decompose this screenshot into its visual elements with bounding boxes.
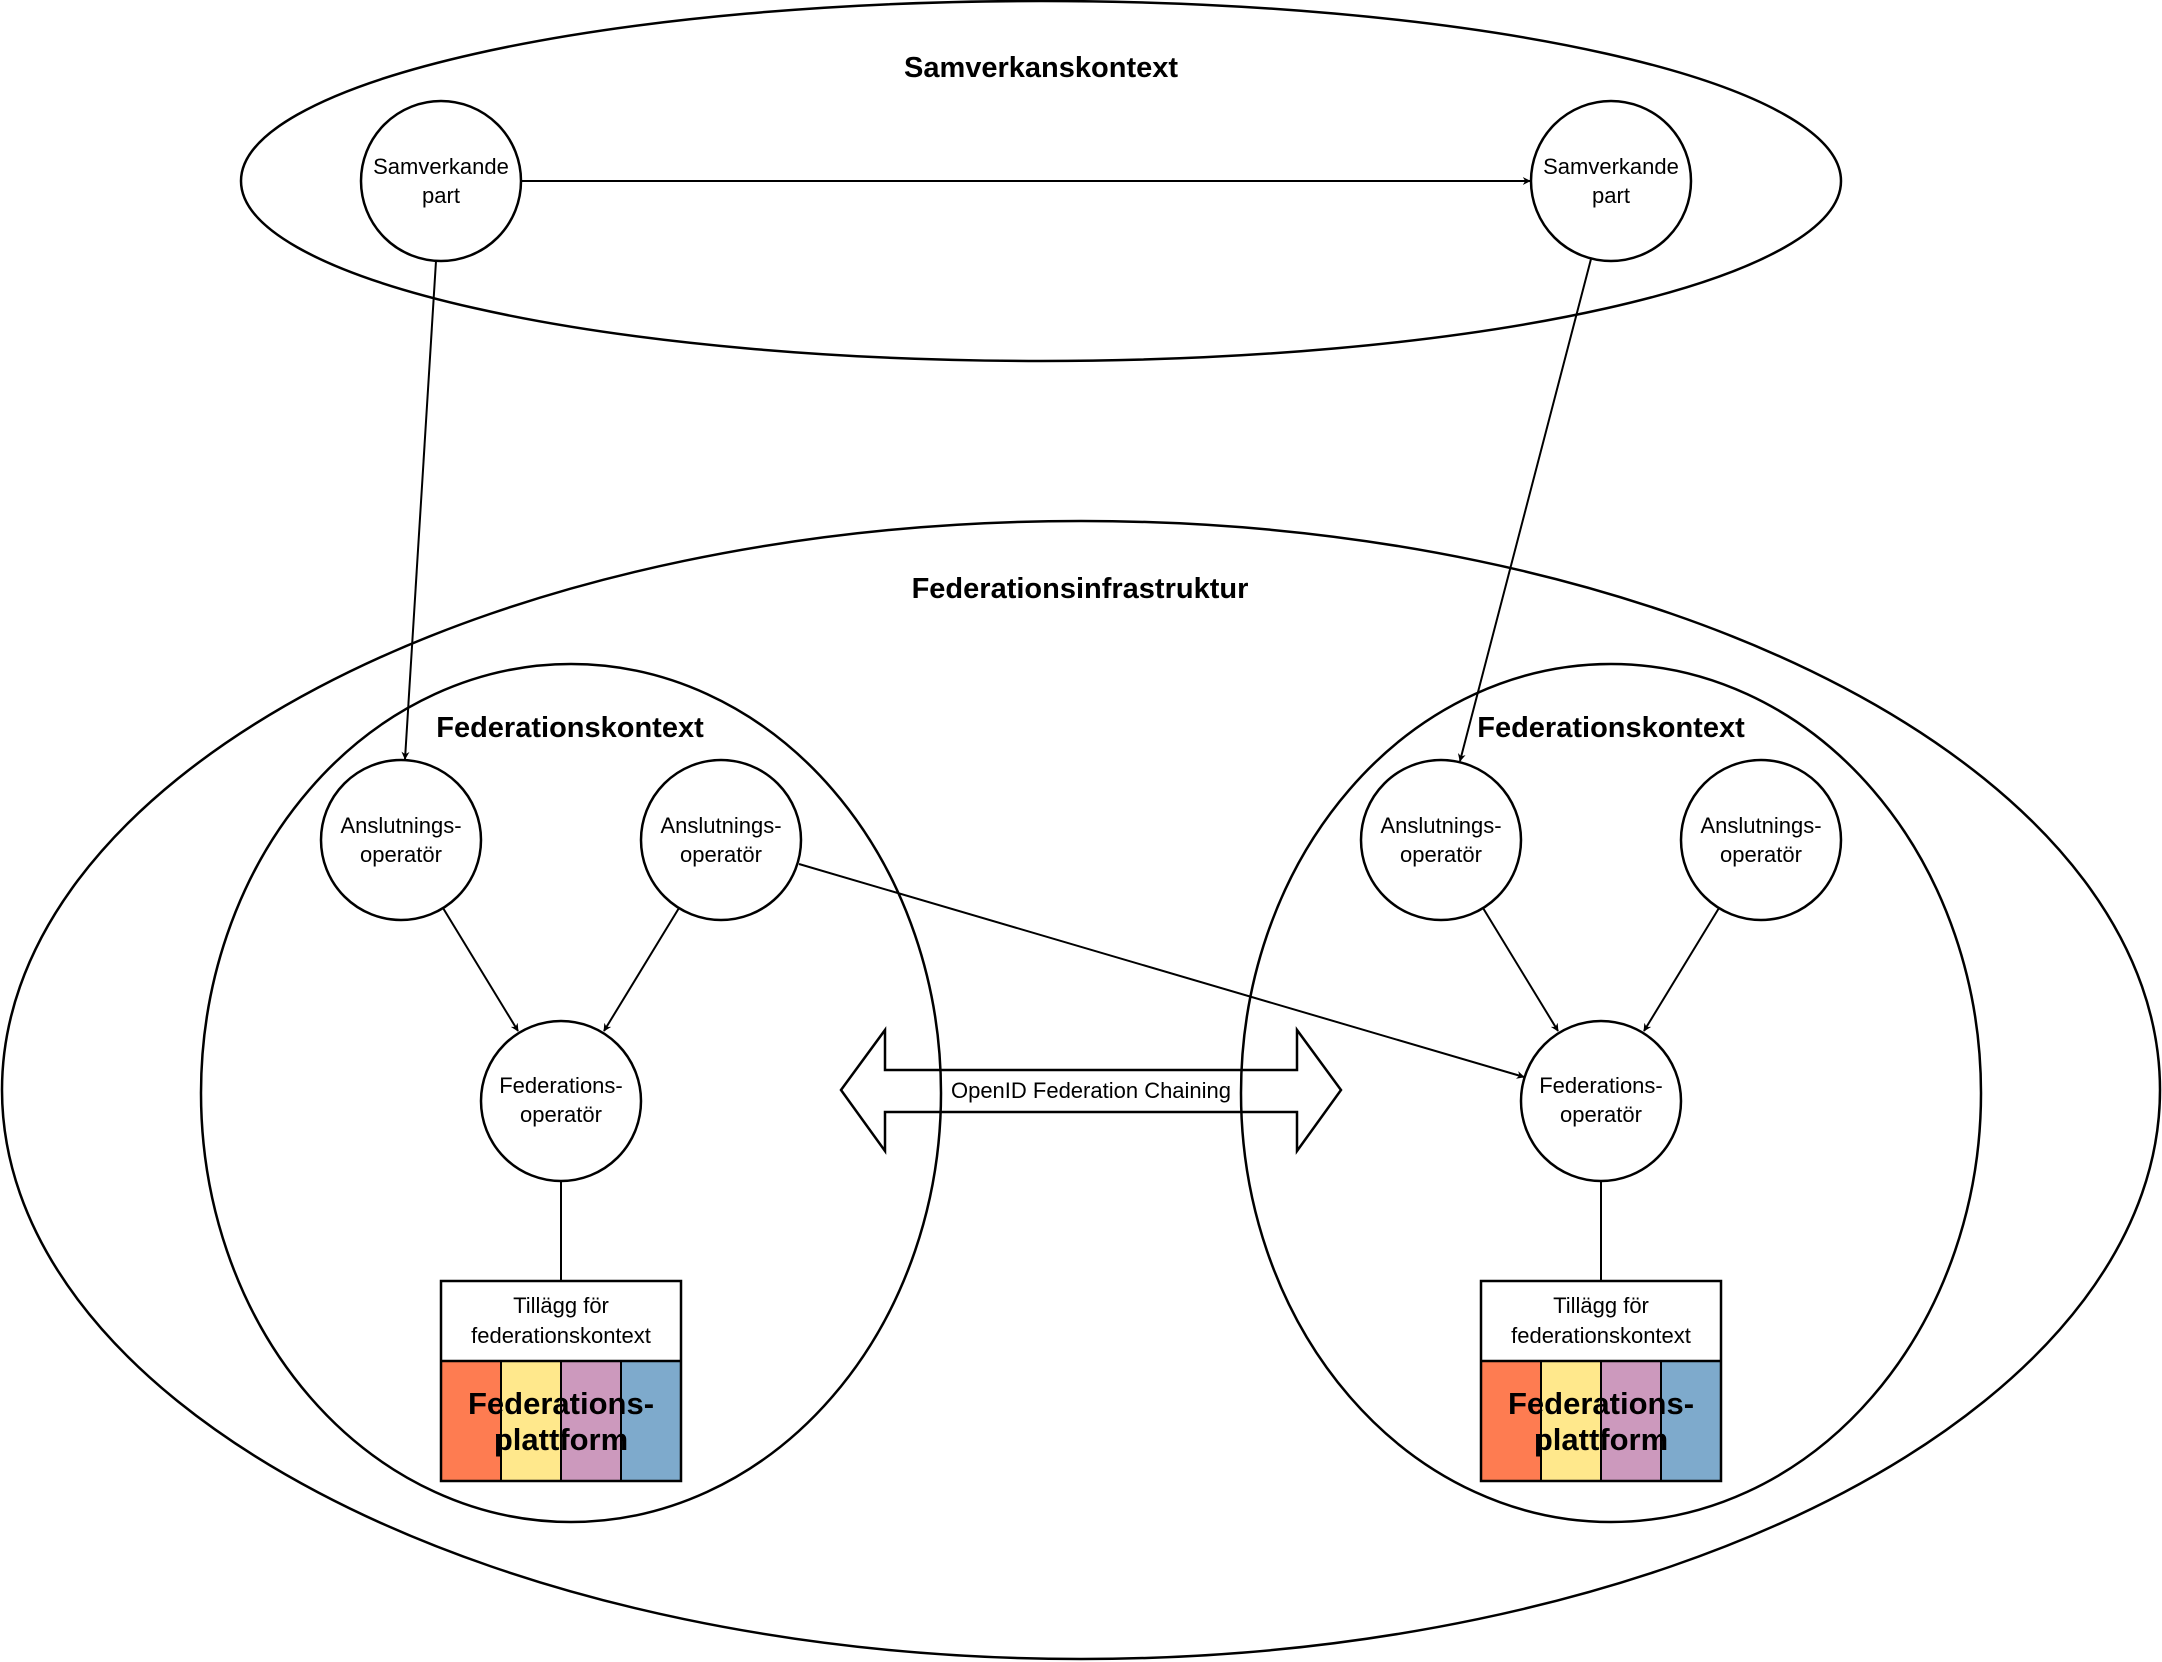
federationsinfrastruktur-title: Federationsinfrastruktur xyxy=(912,573,1249,605)
node-label: Samverkande xyxy=(1543,154,1679,179)
node-label: operatör xyxy=(520,1102,602,1127)
platform-stripe-orange xyxy=(1480,1360,1542,1482)
platform-box-left[interactable]: Tillägg för federationskontext Federatio… xyxy=(439,1279,683,1483)
federationsoperator-left[interactable]: Federations- operatör xyxy=(479,1019,643,1183)
samverkanskontext-ellipse[interactable] xyxy=(239,0,1843,363)
extension-label: Tillägg för xyxy=(513,1293,609,1318)
node-label: operatör xyxy=(680,842,762,867)
samverkanskontext-title: Samverkanskontext xyxy=(904,52,1178,84)
platform-stripe-purple xyxy=(560,1360,622,1482)
platform-label: Federations- xyxy=(468,1386,654,1421)
chaining-double-arrow[interactable] xyxy=(839,1026,1343,1155)
platform-label: plattform xyxy=(1534,1422,1668,1457)
chaining-label: OpenID Federation Chaining xyxy=(951,1078,1231,1103)
platform-stripe-yellow xyxy=(500,1360,562,1482)
node-label: Anslutnings- xyxy=(1700,813,1821,838)
platform-stripe-orange xyxy=(440,1360,502,1482)
anslutningsoperator-3[interactable]: Anslutnings- operatör xyxy=(1359,758,1523,922)
edge-anslutning-3-to-fedop-right[interactable] xyxy=(1482,907,1559,1032)
platform-stripe-purple xyxy=(1600,1360,1662,1482)
platform-box-border xyxy=(439,1279,683,1483)
edge-anslutning-1-to-fedop-left[interactable] xyxy=(442,907,519,1032)
node-label: part xyxy=(422,183,460,208)
platform-stripe-yellow xyxy=(1540,1360,1602,1482)
node-label: Samverkande xyxy=(373,154,509,179)
edge-anslutning-4-to-fedop-right[interactable] xyxy=(1643,907,1720,1032)
node-label: Anslutnings- xyxy=(340,813,461,838)
node-label: operatör xyxy=(1720,842,1802,867)
platform-box-right[interactable]: Tillägg för federationskontext Federatio… xyxy=(1479,1279,1723,1483)
node-label: Federations- xyxy=(499,1073,623,1098)
extension-label: federationskontext xyxy=(471,1323,651,1348)
federationsoperator-right[interactable]: Federations- operatör xyxy=(1519,1019,1683,1183)
node-label: Federations- xyxy=(1539,1073,1663,1098)
edge-part-right-to-anslutning[interactable] xyxy=(1457,258,1592,762)
edge-anslutning-2-to-fedop-left[interactable] xyxy=(603,907,680,1032)
federationskontext-right-ellipse[interactable] xyxy=(1239,662,1983,1524)
anslutningsoperator-4[interactable]: Anslutnings- operatör xyxy=(1679,758,1843,922)
federationskontext-left-title: Federationskontext xyxy=(436,712,704,744)
anslutningsoperator-2[interactable]: Anslutnings- operatör xyxy=(639,758,803,922)
node-label: operatör xyxy=(1560,1102,1642,1127)
node-label: operatör xyxy=(1400,842,1482,867)
samverkande-part-left[interactable]: Samverkande part xyxy=(359,99,523,263)
extension-label: Tillägg för xyxy=(1553,1293,1649,1318)
platform-label: Federations- xyxy=(1508,1386,1694,1421)
anslutningsoperator-1[interactable]: Anslutnings- operatör xyxy=(319,758,483,922)
federationskontext-left-ellipse[interactable] xyxy=(199,662,943,1524)
node-label: Anslutnings- xyxy=(660,813,781,838)
edge-anslutning-2-to-fedop-right[interactable] xyxy=(798,863,1525,1079)
node-label: Anslutnings- xyxy=(1380,813,1501,838)
node-label: part xyxy=(1592,183,1630,208)
extension-box xyxy=(1481,1281,1721,1361)
federationsinfrastruktur-ellipse[interactable] xyxy=(0,519,2162,1661)
node-label: operatör xyxy=(360,842,442,867)
platform-label: plattform xyxy=(494,1422,628,1457)
federationskontext-right-title: Federationskontext xyxy=(1477,712,1745,744)
platform-stripe-blue xyxy=(1660,1360,1722,1482)
samverkande-part-right[interactable]: Samverkande part xyxy=(1529,99,1693,263)
platform-stripe-blue xyxy=(620,1360,682,1482)
extension-label: federationskontext xyxy=(1511,1323,1691,1348)
platform-box-border xyxy=(1479,1279,1723,1483)
extension-box xyxy=(441,1281,681,1361)
edge-part-left-to-anslutning[interactable] xyxy=(401,260,437,760)
